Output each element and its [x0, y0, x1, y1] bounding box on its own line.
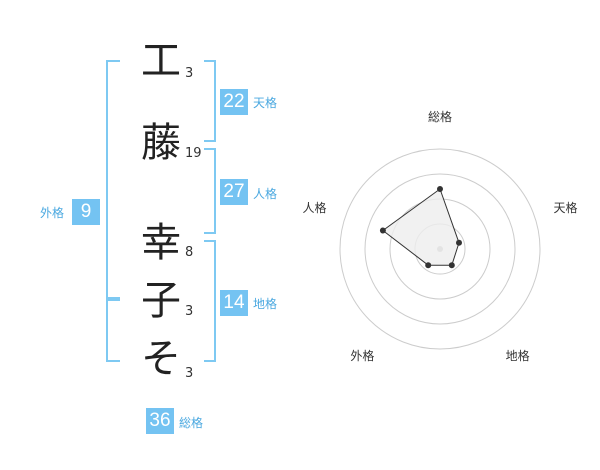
- radar-polygon: [382, 188, 460, 266]
- stroke-count-5: 3: [185, 366, 194, 381]
- radar-axis-label-1: 総格: [428, 109, 452, 124]
- radar-axis-label-2: 天格: [553, 200, 577, 215]
- radar-point-2: [456, 239, 462, 246]
- stroke-count-4: 3: [185, 304, 194, 319]
- chikaku-bracket: [204, 240, 216, 362]
- jinkaku-label: 人格: [253, 187, 278, 201]
- radar-ring-4: [339, 148, 541, 350]
- radar-point-1: [437, 186, 443, 192]
- chikaku-label: 地格: [253, 297, 278, 311]
- stroke-count-3: 8: [185, 245, 194, 260]
- soukaku-value-badge: 36: [146, 408, 174, 434]
- radar-ring-3: [364, 173, 516, 325]
- radar-points: [379, 186, 462, 269]
- jinkaku-value-badge: 27: [220, 179, 248, 205]
- radar-axis-label-3: 地格: [506, 348, 530, 363]
- gaikaku-bracket-upper: [106, 60, 120, 301]
- radar-grid: [339, 148, 541, 350]
- radar-axis-label-5: 人格: [302, 200, 326, 215]
- radar-point-5: [379, 227, 386, 234]
- radar-axis-label-4: 外格: [350, 348, 374, 363]
- stroke-count-2: 19: [185, 146, 202, 161]
- tenkaku-label: 天格: [253, 96, 278, 110]
- gaikaku-value-badge: 9: [72, 199, 100, 225]
- name-char-1: 工: [141, 38, 181, 84]
- radar-chart-panel: 総格天格地格 外格 人格: [300, 0, 600, 470]
- stroke-count-1: 3: [185, 66, 194, 81]
- soukaku-label: 総格: [179, 416, 204, 430]
- name-char-3: 幸: [141, 220, 181, 266]
- name-char-4: 子: [141, 278, 181, 324]
- chikaku-value-badge: 14: [220, 290, 248, 316]
- gaikaku-bracket-lower: [106, 297, 120, 362]
- name-panel: 工 3 藤 19 幸 8 子 3 そ 3 22 天格 27 人格 14 地格 外…: [40, 38, 278, 434]
- tenkaku-value-badge: 22: [220, 89, 248, 115]
- name-char-5: そ: [141, 336, 181, 382]
- jinkaku-bracket: [204, 148, 216, 234]
- gaikaku-label: 外格: [40, 206, 65, 220]
- radar-area: [382, 188, 460, 266]
- radar-point-3: [448, 262, 455, 269]
- tenkaku-bracket: [204, 60, 216, 142]
- radar-point-4: [425, 262, 432, 269]
- name-char-2: 藤: [141, 120, 181, 166]
